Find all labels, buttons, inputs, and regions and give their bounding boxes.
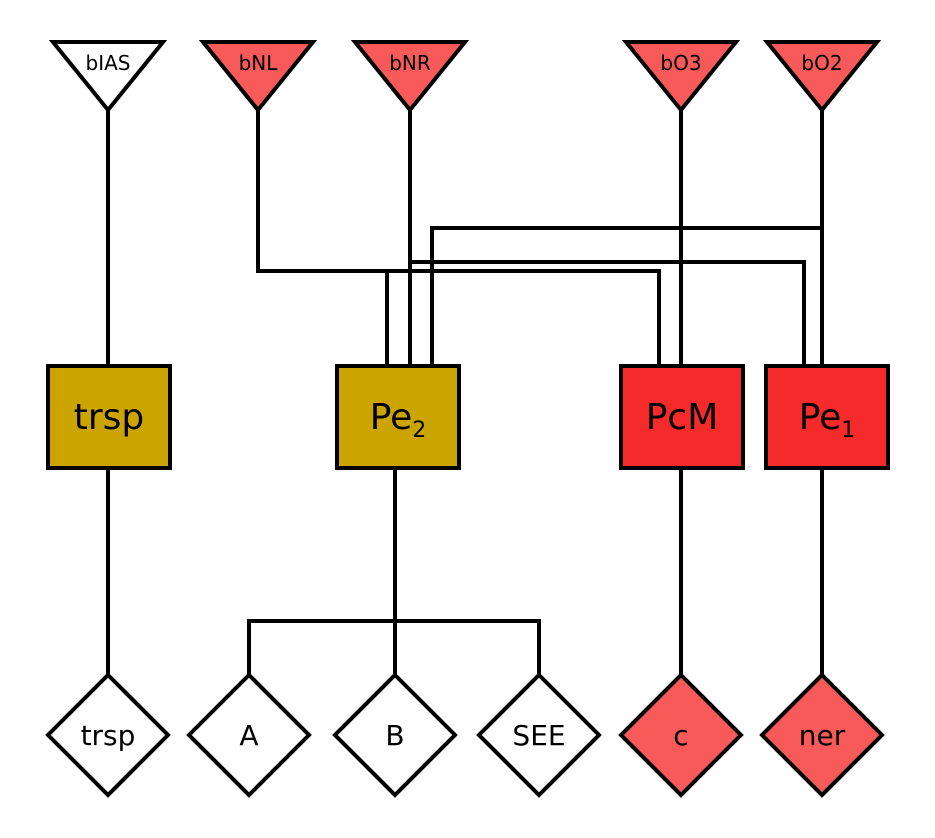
wire-bnl-pe2 bbox=[256, 110, 389, 366]
output-a: A bbox=[186, 672, 312, 798]
output-b-label: B bbox=[385, 719, 404, 752]
output-see-label: SEE bbox=[512, 719, 565, 752]
input-bnr-triangle bbox=[350, 40, 470, 114]
output-b: B bbox=[332, 672, 458, 798]
module-pe1-subscript: 1 bbox=[841, 418, 855, 443]
input-bo2-label: bO2 bbox=[801, 51, 842, 75]
module-pe2-box bbox=[335, 364, 461, 470]
output-a-diamond bbox=[186, 672, 312, 798]
input-bo3-triangle bbox=[621, 40, 741, 114]
output-ner: ner bbox=[759, 672, 885, 798]
output-c: c bbox=[618, 672, 744, 798]
module-nodes: trsp Pe2 PcM Pe1 bbox=[46, 364, 890, 470]
module-pe1-box bbox=[764, 364, 890, 470]
output-ner-label: ner bbox=[799, 719, 846, 752]
module-trsp: trsp bbox=[46, 364, 172, 470]
output-trsp-label: trsp bbox=[81, 719, 136, 752]
module-pcm: PcM bbox=[619, 364, 745, 470]
output-c-label: c bbox=[673, 719, 688, 752]
wire-pe2-out-a-see bbox=[247, 619, 541, 675]
input-bnl-label: bNL bbox=[239, 51, 279, 75]
input-bnr-label: bNR bbox=[389, 51, 431, 75]
input-bo3: bO3 bbox=[621, 40, 741, 114]
wire-bnl-pcm bbox=[258, 269, 661, 366]
output-c-diamond bbox=[618, 672, 744, 798]
output-nodes: trsp A B SEE c ner bbox=[45, 672, 885, 798]
input-bnl-triangle bbox=[198, 40, 318, 114]
input-bnr: bNR bbox=[350, 40, 470, 114]
wire-pe2-pe1 bbox=[410, 260, 806, 366]
module-pe1-label: Pe1 bbox=[799, 397, 856, 443]
output-trsp: trsp bbox=[45, 672, 171, 798]
input-bnl: bNL bbox=[198, 40, 318, 114]
module-trsp-box bbox=[46, 364, 172, 470]
module-pcm-label: PcM bbox=[646, 397, 719, 438]
module-pcm-box bbox=[619, 364, 745, 470]
input-bias: bIAS bbox=[48, 40, 168, 114]
module-pe2: Pe2 bbox=[335, 364, 461, 470]
output-see-diamond bbox=[476, 672, 602, 798]
output-a-label: A bbox=[239, 719, 258, 752]
module-pe1: Pe1 bbox=[764, 364, 890, 470]
input-bias-label: bIAS bbox=[86, 51, 131, 75]
input-bo2: bO2 bbox=[762, 40, 882, 114]
module-pe2-label: Pe2 bbox=[370, 397, 427, 443]
wire-bo2-pe2 bbox=[430, 226, 822, 366]
output-see: SEE bbox=[476, 672, 602, 798]
module-pe2-subscript: 2 bbox=[412, 418, 426, 443]
input-nodes: bIAS bNL bNR bO3 bO2 bbox=[48, 40, 882, 114]
output-b-diamond bbox=[332, 672, 458, 798]
input-bo2-triangle bbox=[762, 40, 882, 114]
output-trsp-diamond bbox=[45, 672, 171, 798]
output-ner-diamond bbox=[759, 672, 885, 798]
connections bbox=[106, 110, 824, 675]
module-trsp-label: trsp bbox=[74, 397, 145, 438]
input-bo3-label: bO3 bbox=[660, 51, 701, 75]
input-bias-triangle bbox=[48, 40, 168, 114]
